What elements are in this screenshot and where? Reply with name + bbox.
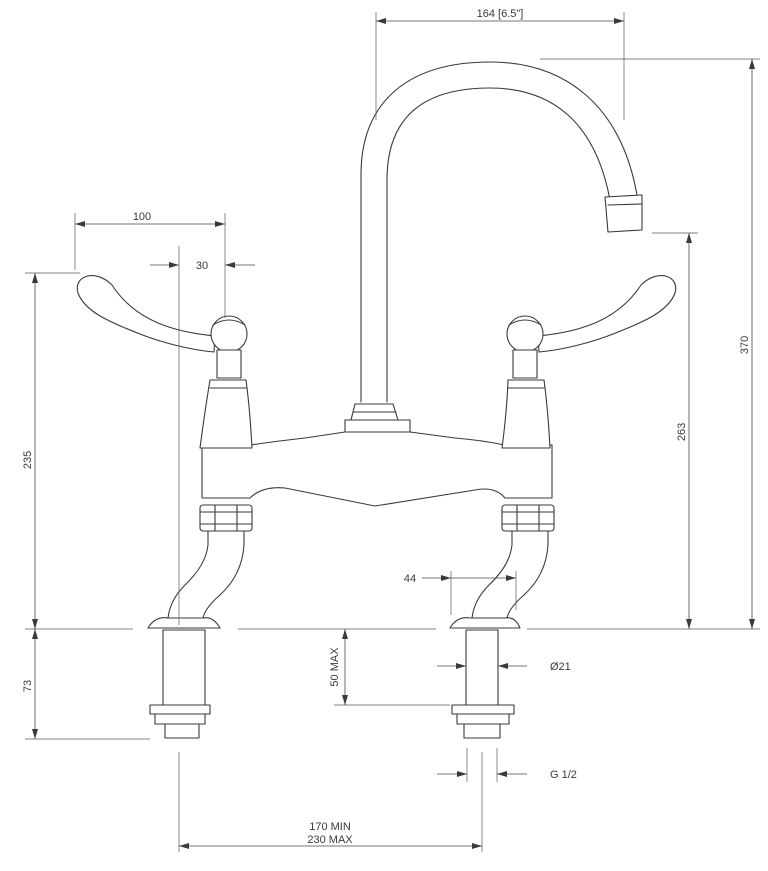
dim-lever-length-label: 100 — [133, 211, 151, 223]
dim-centres-max-label: 230 MAX — [307, 834, 353, 846]
dim-overall-height-label: 370 — [739, 336, 751, 354]
dim-shank-offset: 44 — [404, 571, 517, 615]
dim-centres-min-label: 170 MIN — [309, 821, 351, 833]
dim-lever-height: 235 — [22, 272, 80, 629]
dim-overall-height: 370 — [540, 58, 760, 629]
dim-lever-offset-label: 30 — [196, 260, 208, 272]
left-leg — [147, 504, 253, 739]
dim-spout-reach: 164 [6.5"] — [375, 8, 625, 120]
left-union-nut — [199, 504, 253, 532]
dim-lever-offset: 30 — [150, 246, 255, 625]
dim-spout-height-label: 263 — [676, 423, 688, 441]
dim-max-deck: 50 MAX — [329, 629, 450, 706]
dim-lever-height-label: 235 — [22, 451, 34, 469]
right-valve-shroud — [501, 379, 551, 449]
dim-shank-diameter: Ø21 — [437, 661, 571, 673]
spout-nozzle — [604, 194, 643, 233]
spout — [350, 61, 643, 421]
dim-lever-length: 100 — [74, 211, 226, 318]
left-flange — [147, 617, 221, 629]
right-union-nut — [501, 504, 555, 532]
right-valve — [501, 275, 677, 449]
right-flange — [449, 617, 521, 629]
left-valve-shroud — [199, 379, 253, 449]
left-shank — [162, 629, 206, 707]
left-lever-hub — [210, 315, 248, 353]
right-shank — [465, 629, 499, 707]
dim-shank-length-label: 73 — [22, 680, 34, 692]
dim-thread-label: G 1/2 — [550, 769, 577, 781]
dim-centres: 170 MIN 230 MAX — [178, 752, 483, 852]
bridge-body — [201, 419, 553, 507]
dim-shank-length: 73 — [22, 629, 150, 740]
dim-spout-height: 263 — [652, 232, 698, 629]
dim-max-deck-label: 50 MAX — [329, 647, 341, 687]
right-leg — [449, 504, 555, 739]
right-lever-hub — [506, 315, 544, 353]
dim-shank-offset-label: 44 — [404, 573, 416, 585]
dim-spout-reach-label: 164 [6.5"] — [477, 8, 524, 20]
right-lever-icon — [537, 275, 677, 353]
left-valve — [76, 275, 253, 449]
dim-shank-diameter-label: Ø21 — [550, 661, 571, 673]
left-lever-icon — [76, 275, 216, 353]
dim-thread: G 1/2 — [437, 748, 577, 782]
